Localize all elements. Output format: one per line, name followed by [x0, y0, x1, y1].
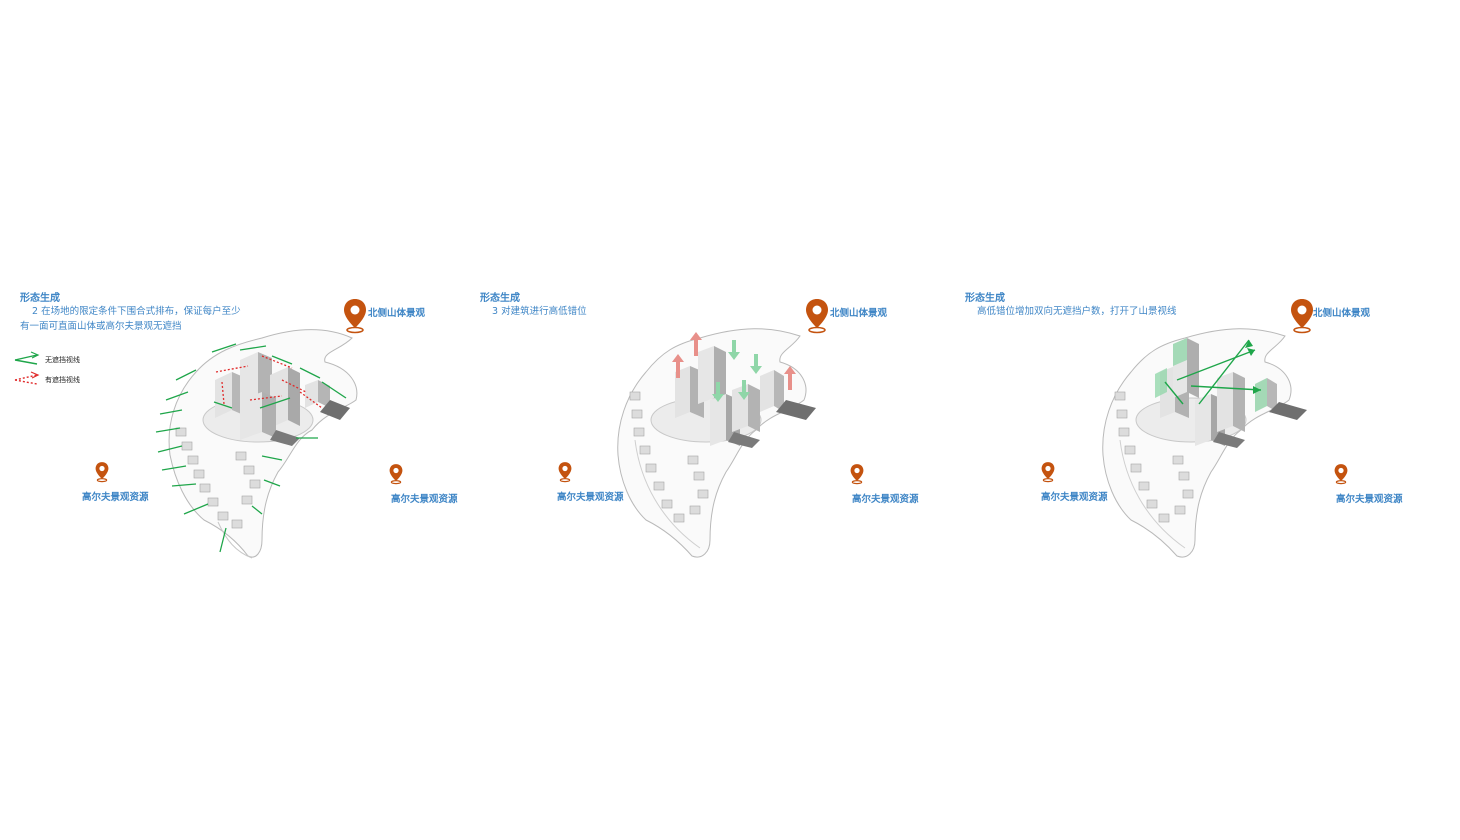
- location-pin-icon: [1291, 299, 1313, 334]
- legend-label-unblocked: 无遮挡视线: [45, 356, 80, 364]
- label-golf-east: 高尔夫景观资源: [1336, 494, 1403, 505]
- label-north-mountain: 北侧山体景观: [1313, 308, 1371, 319]
- location-pin-icon: [389, 464, 403, 485]
- lower-arrows: [712, 340, 762, 402]
- panel-title: 形态生成: [480, 293, 520, 304]
- green-arrow-icon: [14, 351, 40, 365]
- location-pin-icon: [806, 299, 828, 334]
- panel-title: 形态生成: [20, 293, 60, 304]
- location-pin-icon: [1334, 464, 1348, 485]
- panel-description-line1: 2 在场地的限定条件下围合式排布，保证每户至少: [32, 306, 241, 317]
- location-pin-icon: [1041, 462, 1055, 483]
- site-axonometric: [617, 328, 816, 558]
- site-axonometric: [1102, 328, 1307, 558]
- location-pin-icon: [95, 462, 109, 483]
- panel-description-line1: 高低错位增加双向无遮挡户数，打开了山景视线: [977, 306, 1177, 317]
- villa-blocks: [175, 427, 261, 529]
- site-axonometric: [155, 329, 358, 559]
- panel-2: 形态生成 3 对建筑进行高低错位: [470, 0, 950, 840]
- label-golf-west: 高尔夫景观资源: [557, 492, 624, 503]
- raise-arrows: [672, 332, 796, 390]
- tower-blocks: [675, 346, 816, 448]
- blocked-sightlines: [215, 355, 323, 409]
- unblocked-sightlines: [155, 343, 347, 553]
- label-golf-west: 高尔夫景观资源: [82, 492, 149, 503]
- label-golf-east: 高尔夫景观资源: [852, 494, 919, 505]
- label-north-mountain: 北侧山体景观: [830, 308, 888, 319]
- panel-description-line2: 有一面可直面山体或高尔夫景观无遮挡: [20, 321, 182, 332]
- opened-mountain-sightlines: [1164, 339, 1262, 405]
- label-golf-west: 高尔夫景观资源: [1041, 492, 1108, 503]
- label-north-mountain: 北侧山体景观: [368, 308, 426, 319]
- label-golf-east: 高尔夫景观资源: [391, 494, 458, 505]
- location-pin-icon: [344, 299, 366, 334]
- panel-1: 形态生成 2 在场地的限定条件下围合式排布，保证每户至少 有一面可直面山体或高尔…: [0, 0, 480, 840]
- location-pin-icon: [558, 462, 572, 483]
- panel-description-line1: 3 对建筑进行高低错位: [492, 306, 587, 317]
- open-view-facades: [1155, 338, 1267, 412]
- location-pin-icon: [850, 464, 864, 485]
- villa-blocks: [629, 391, 709, 523]
- villa-blocks: [1114, 391, 1194, 523]
- red-dashed-arrow-icon: [14, 371, 40, 385]
- legend-label-blocked: 有遮挡视线: [45, 376, 80, 384]
- panel-title: 形态生成: [965, 293, 1005, 304]
- panel-3: 形态生成 高低错位增加双向无遮挡户数，打开了山景视线: [955, 0, 1435, 840]
- legend-icons: [14, 351, 40, 385]
